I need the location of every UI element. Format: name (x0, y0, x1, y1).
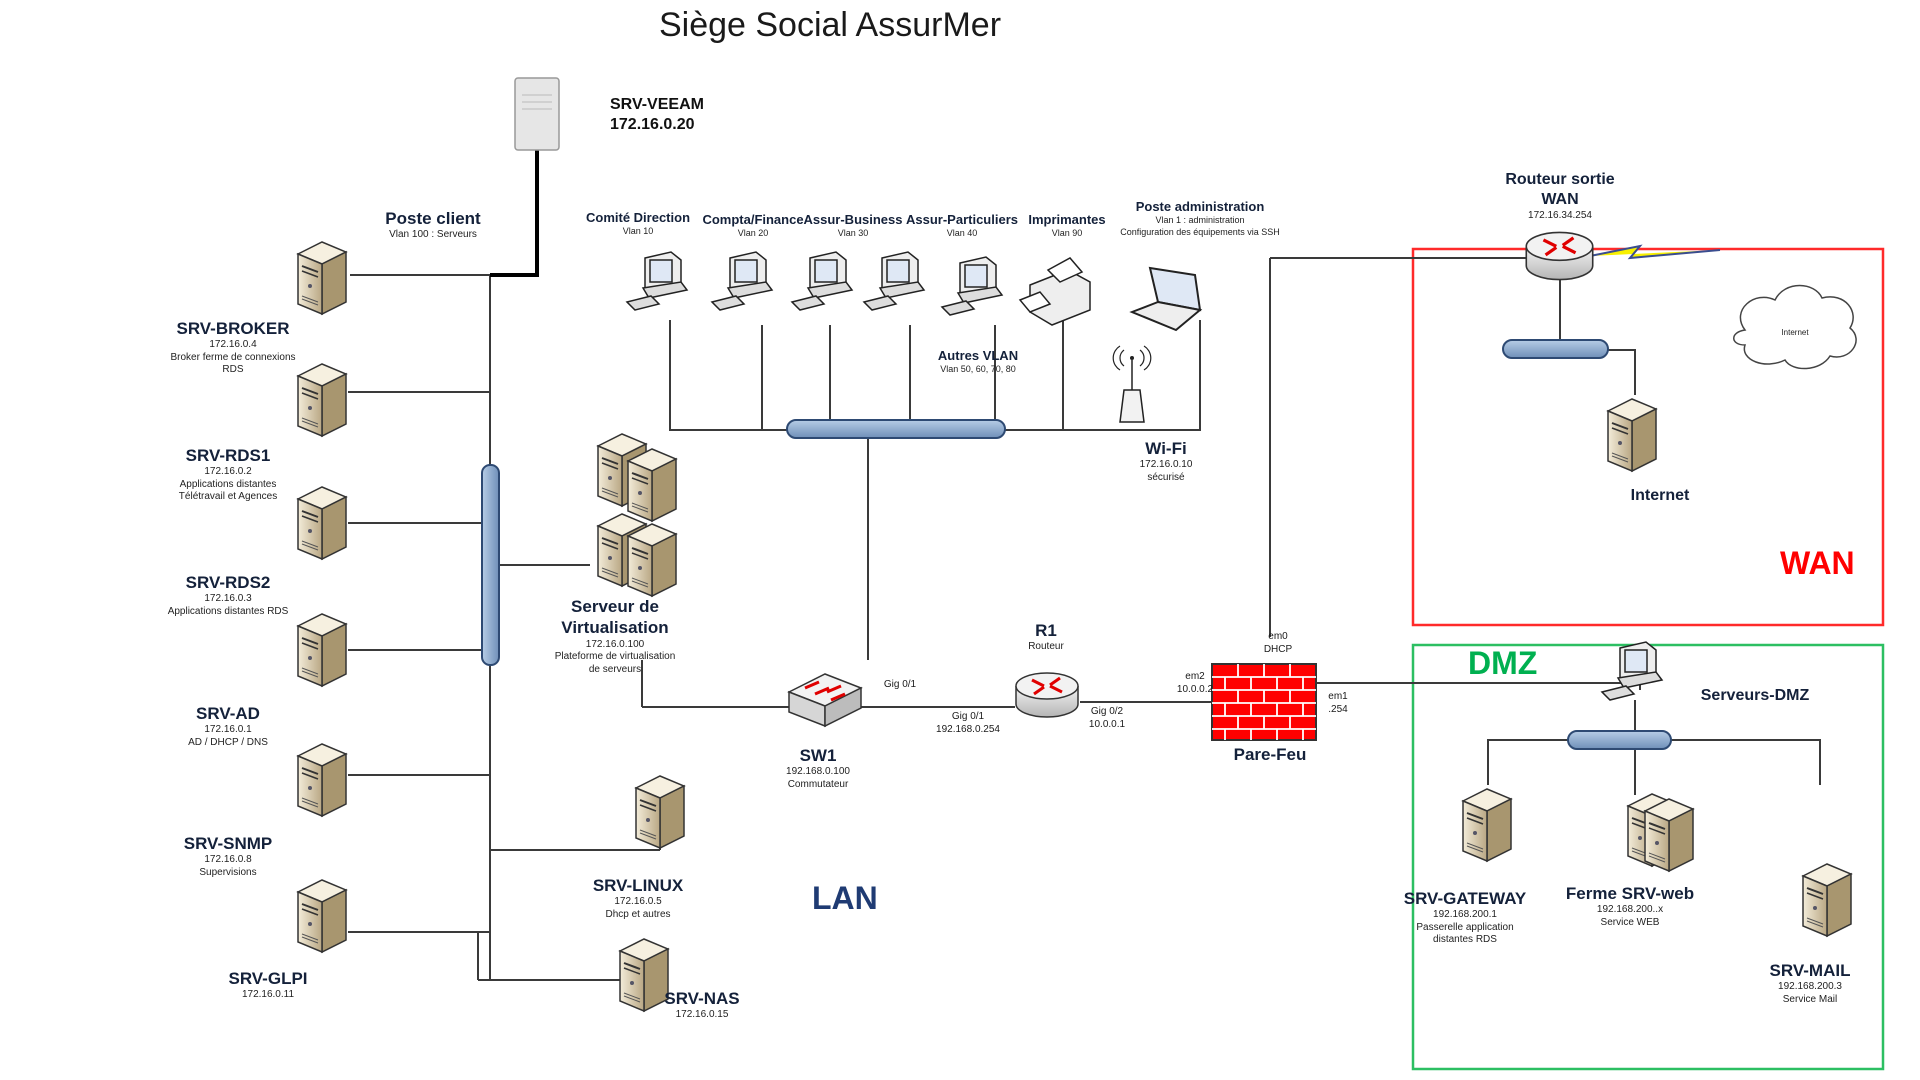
internet-cloud-icon[interactable] (1733, 284, 1857, 370)
srv-rds2-server-icon[interactable] (297, 486, 347, 560)
pc-assur-particuliers-icon[interactable] (863, 251, 925, 311)
poste-client-label: Poste client Vlan 100 : Serveurs (385, 209, 481, 241)
wifi-label: Wi-Fi 172.16.0.10 sécurisé (1139, 439, 1193, 483)
ws-assur-business-label: Assur-Business Vlan 30 (803, 212, 903, 239)
wan-zone-label: WAN (1780, 545, 1855, 581)
srv-mail-label: SRV-MAIL 192.168.200.3 Service Mail (1769, 961, 1851, 1005)
wan-router-label: Routeur sortie WAN 172.16.34.254 (1505, 171, 1615, 221)
pc-autres-vlan-icon[interactable] (941, 256, 1003, 316)
srv-web-farm-icon[interactable] (1627, 793, 1694, 872)
srv-broker-label: SRV-BROKER 172.16.0.4 Broker ferme de co… (170, 319, 296, 376)
pc-assur-business-icon[interactable] (791, 251, 853, 311)
diagram-title: Siège Social AssurMer (658, 6, 1002, 44)
workstation-wires (669, 257, 1528, 660)
srv-glpi-server-icon[interactable] (297, 879, 347, 953)
srv-gateway-server-icon[interactable] (1462, 788, 1512, 862)
srv-snmp-label: SRV-SNMP 172.16.0.8 Supervisions (183, 834, 273, 878)
virtualisation-label: Serveur de Virtualisation 172.16.0.100 P… (554, 597, 676, 675)
dmz-admin-pc-icon[interactable] (1601, 641, 1663, 701)
ws-compta-finance-label: Compta/Finance Vlan 20 (702, 212, 804, 239)
core-links (842, 682, 1641, 708)
srv-nas-label: SRV-NAS 172.16.0.15 (664, 989, 740, 1021)
internet-server-label: Internet (1630, 487, 1690, 504)
sw1-port-label: Gig 0/1 (883, 679, 917, 690)
srv-nas-server-icon[interactable] (619, 938, 669, 1012)
srv-mail-server-icon[interactable] (1802, 863, 1852, 937)
wan-router-icon[interactable] (1524, 230, 1595, 282)
r1-right-port-label: Gig 0/2 10.0.0.1 (1088, 706, 1126, 730)
autres-vlan-label: Autres VLAN Vlan 50, 60, 70, 80 (937, 348, 1019, 375)
srv-linux-label: SRV-LINUX 172.16.0.5 Dhcp et autres (592, 876, 684, 920)
srv-veeam-label: SRV-VEEAM 172.16.0.20 (610, 96, 704, 133)
laptop-icon[interactable] (1129, 266, 1203, 332)
firewall-em2-label: em2 10.0.0.2 (1176, 671, 1214, 695)
pc-comite-direction-icon[interactable] (626, 251, 688, 311)
dmz-bus (1567, 730, 1672, 750)
firewall-icon[interactable] (1211, 663, 1317, 741)
dmz-zone-label: DMZ (1468, 645, 1538, 681)
r1-router-icon[interactable] (1014, 671, 1080, 719)
wan-bus (1502, 339, 1609, 359)
ws-assur-particuliers-label: Assur-Particuliers Vlan 40 (906, 212, 1018, 239)
wifi-access-point-icon[interactable] (1112, 345, 1152, 423)
r1-label: R1 Routeur (1028, 621, 1064, 653)
workstation-bus (786, 419, 1006, 439)
srv-rds1-server-icon[interactable] (297, 363, 347, 437)
srv-gateway-label: SRV-GATEWAY 192.168.200.1 Passerelle app… (1403, 889, 1527, 946)
sw1-switch-icon[interactable] (787, 672, 863, 728)
srv-broker-server-icon[interactable] (297, 241, 347, 315)
printer-icon[interactable] (1018, 257, 1091, 326)
ws-comite-direction-label: Comité Direction Vlan 10 (585, 210, 691, 237)
lan-server-bus (481, 464, 500, 666)
wan-zone-border (1411, 247, 1885, 627)
wan-serial-link (1589, 244, 1721, 260)
srv-ad-label: SRV-AD 172.16.0.1 AD / DHCP / DNS (188, 704, 268, 748)
virtualisation-server-cluster-icon[interactable] (597, 433, 677, 597)
srv-snmp-server-icon[interactable] (297, 743, 347, 817)
srv-veeam-icon[interactable] (514, 77, 560, 151)
pc-compta-finance-icon[interactable] (711, 251, 773, 311)
srv-web-farm-label: Ferme SRV-web 192.168.200..x Service WEB (1565, 884, 1695, 928)
firewall-em0-label: em0 DHCP (1263, 631, 1293, 655)
internet-cloud-label: Internet (1781, 328, 1809, 337)
wan-wires (1559, 280, 1636, 395)
lan-zone-label: LAN (812, 880, 878, 916)
sw1-label: SW1 192.168.0.100 Commutateur (786, 746, 850, 790)
srv-ad-server-icon[interactable] (297, 613, 347, 687)
firewall-label: Pare-Feu (1233, 745, 1307, 764)
srv-rds2-label: SRV-RDS2 172.16.0.3 Applications distant… (167, 573, 289, 617)
firewall-em1-label: em1 .254 (1328, 691, 1348, 715)
srv-linux-server-icon[interactable] (635, 775, 685, 849)
r1-left-port-label: Gig 0/1 192.168.0.254 (936, 711, 1000, 735)
ws-imprimantes-label: Imprimantes Vlan 90 (1028, 212, 1106, 239)
poste-administration-label: Poste administration Vlan 1 : administra… (1120, 199, 1280, 237)
dmz-switch-label: Serveurs-DMZ (1700, 687, 1810, 704)
internet-server-icon[interactable] (1607, 398, 1657, 472)
srv-rds1-label: SRV-RDS1 172.16.0.2 Applications distant… (178, 446, 278, 503)
veeam-link (490, 148, 539, 277)
srv-glpi-label: SRV-GLPI 172.16.0.11 (228, 969, 308, 1001)
